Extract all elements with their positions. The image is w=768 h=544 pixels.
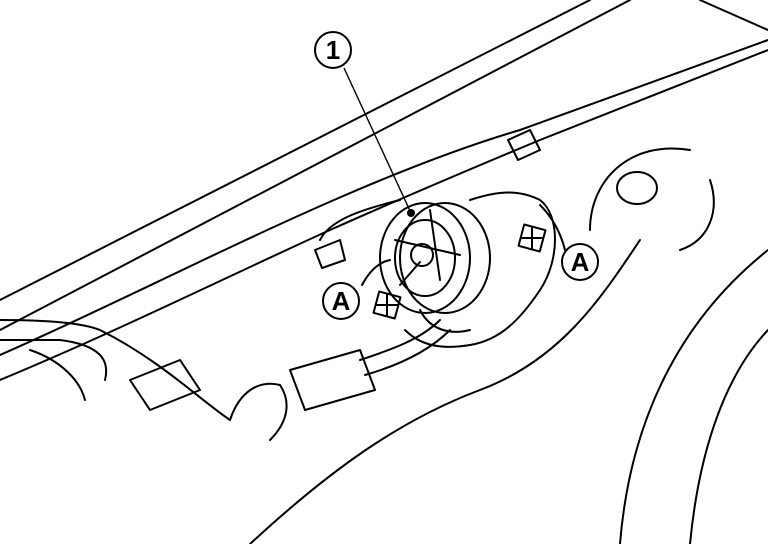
leader-line-a-left — [361, 259, 391, 286]
callout-a-right: A — [561, 243, 599, 281]
lamp-housing — [404, 191, 556, 348]
callout-1: 1 — [314, 31, 352, 69]
leader-line-a-right — [539, 204, 566, 251]
leader-line-1 — [343, 67, 412, 214]
wire-harness — [129, 129, 541, 441]
callout-a-left: A — [322, 282, 360, 320]
clip-left — [372, 290, 402, 320]
clip-right — [517, 223, 547, 253]
